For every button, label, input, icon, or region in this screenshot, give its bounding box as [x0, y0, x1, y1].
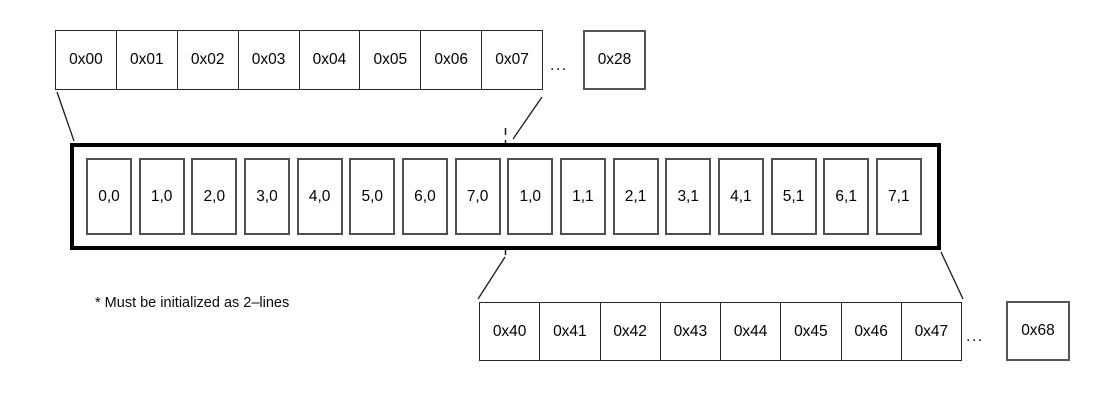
cache-cell: 3,0 [243, 158, 290, 235]
cache-cell: 5,0 [349, 158, 396, 235]
memory-cell: 0x01 [115, 31, 177, 89]
cache-cell: 1,0 [507, 158, 554, 235]
cache-cell: 6,0 [401, 158, 448, 235]
footnote: * Must be initialized as 2–lines [95, 295, 290, 311]
memory-cell: 0x00 [69, 51, 103, 68]
cache-cell: 5,1 [770, 158, 817, 235]
memory-cell: 0x42 [599, 303, 660, 360]
cache-cell: 3,1 [665, 158, 712, 235]
cache-cell: 4,1 [717, 158, 764, 235]
memory-cell: 0x07 [481, 31, 542, 89]
memory-cell: 0x40 [492, 322, 527, 340]
memory-cell-0x28: 0x28 [583, 30, 646, 90]
cache-line-box: 0,0 1,0 2,0 3,0 4,0 5,0 6,0 7,0 1,0 1,1 … [70, 143, 941, 250]
memory-cell: 0x41 [539, 303, 599, 360]
memory-row-top: 0x00 0x01 0x02 0x03 0x04 0x05 0x06 0x07 [55, 30, 543, 90]
cache-cell: 1,0 [138, 158, 185, 235]
memory-cell: 0x45 [780, 303, 840, 360]
cache-cell: 6,1 [823, 158, 870, 235]
memory-cell: 0x46 [840, 303, 901, 360]
connector-line-top-left [56, 91, 75, 142]
connector-line-top-right [512, 96, 543, 140]
memory-cell: 0x06 [420, 31, 481, 89]
memory-cell: 0x03 [237, 31, 299, 89]
ellipsis-bottom: ... [966, 328, 984, 345]
cache-cell: 4,0 [296, 158, 343, 235]
memory-row-bottom: 0x40 0x41 0x42 0x43 0x44 0x45 0x46 0x47 [479, 302, 962, 361]
cache-cell: 0,0 [86, 158, 132, 235]
ellipsis-top: ... [550, 57, 568, 74]
cache-cell: 7,0 [454, 158, 501, 235]
connector-line-bottom-left [477, 256, 506, 300]
memory-cell: 0x43 [659, 303, 720, 360]
cache-cell: 1,1 [559, 158, 606, 235]
memory-cell: 0x05 [359, 31, 420, 89]
memory-cell: 0x02 [176, 31, 238, 89]
memory-cell: 0x47 [900, 303, 961, 360]
memory-cell: 0x44 [720, 303, 780, 360]
memory-cell-0x68: 0x68 [1006, 301, 1070, 361]
cache-cell: 7,1 [875, 158, 922, 235]
connector-line-bottom-right [940, 251, 964, 300]
memory-cell: 0x04 [298, 31, 360, 89]
cache-cell: 2,1 [612, 158, 659, 235]
cache-cell: 2,0 [191, 158, 238, 235]
